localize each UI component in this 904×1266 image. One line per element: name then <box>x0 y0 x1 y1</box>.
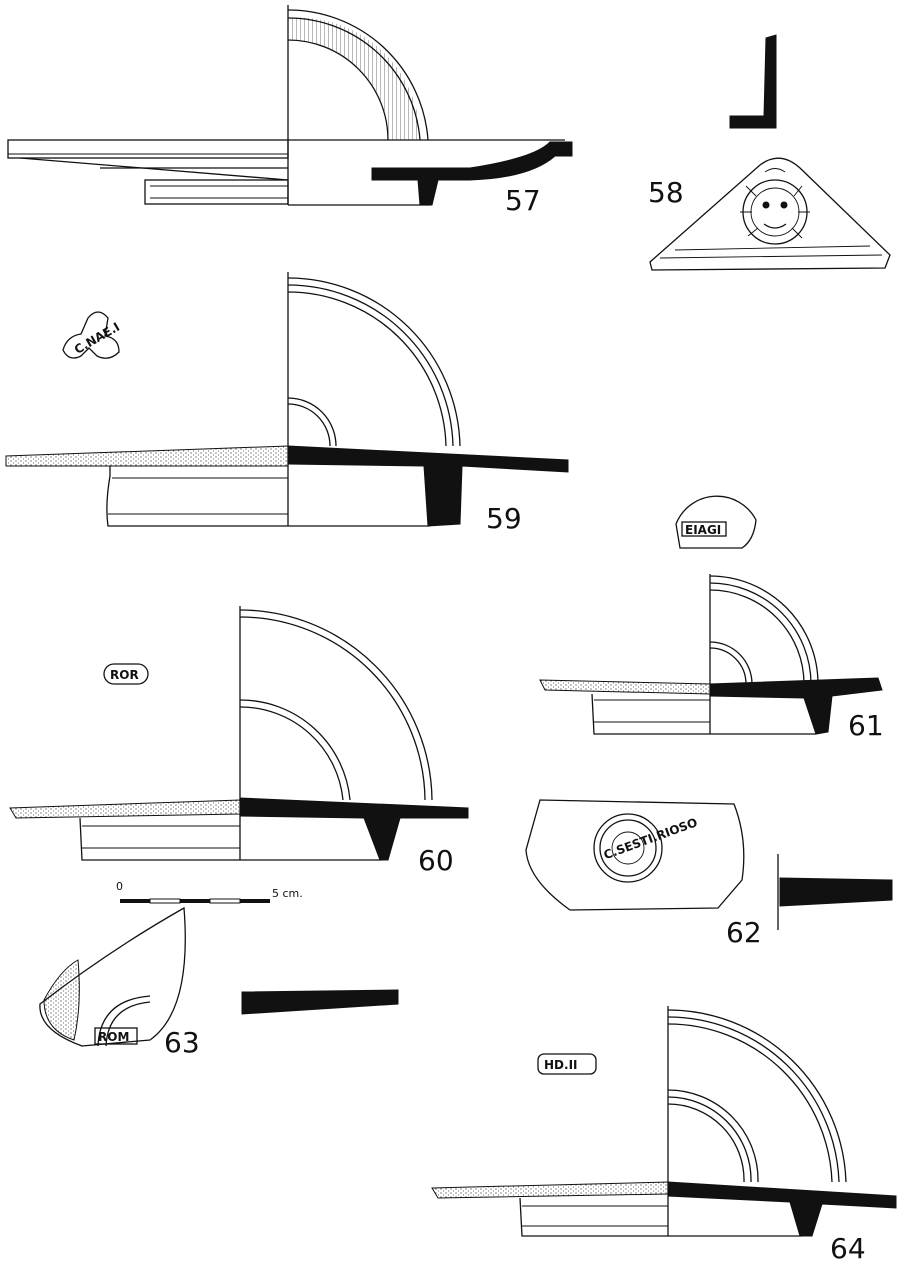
figure-57-number: 57 <box>505 184 541 217</box>
scale-bar-end-label: 5 cm. <box>272 887 303 900</box>
figure-62-number: 62 <box>726 916 762 949</box>
figure-62-fragment: C.SESTI.RIOSO <box>525 799 745 911</box>
svg-text:ROR: ROR <box>110 668 139 682</box>
figure-57-profile <box>7 5 573 206</box>
scale-bar-start-label: 0 <box>116 880 123 893</box>
figure-62-profile <box>777 854 893 930</box>
figure-63-fragment: ROM <box>39 906 186 1047</box>
figure-59-number: 59 <box>486 502 522 535</box>
svg-text:HD.II: HD.II <box>544 1058 578 1072</box>
svg-text:ROM: ROM <box>98 1030 129 1044</box>
figure-64-number: 64 <box>830 1232 866 1265</box>
svg-text:EIAGI: EIAGI <box>685 523 721 537</box>
figure-60-number: 60 <box>418 844 454 877</box>
figure-58-fragment <box>649 157 891 271</box>
figure-61-profile <box>539 574 883 735</box>
figure-59-stamp: C.NAE.I <box>62 311 122 359</box>
figure-58-profile <box>729 34 777 129</box>
figure-60-stamp: ROR <box>103 663 149 685</box>
figure-63-number: 63 <box>164 1026 200 1059</box>
figure-64-profile <box>431 1006 897 1237</box>
figure-59-profile <box>5 272 569 527</box>
scale-bar: 0 5 cm. <box>116 880 303 904</box>
figure-61-stamp-fragment: EIAGI <box>675 495 757 549</box>
figure-58-number: 58 <box>648 176 684 209</box>
figure-64-stamp: HD.II <box>537 1053 597 1075</box>
svg-text:C.NAE.I: C.NAE.I <box>72 320 122 357</box>
figure-61-number: 61 <box>848 709 884 742</box>
figure-63-profile <box>241 989 399 1015</box>
figure-60-profile <box>9 606 469 861</box>
